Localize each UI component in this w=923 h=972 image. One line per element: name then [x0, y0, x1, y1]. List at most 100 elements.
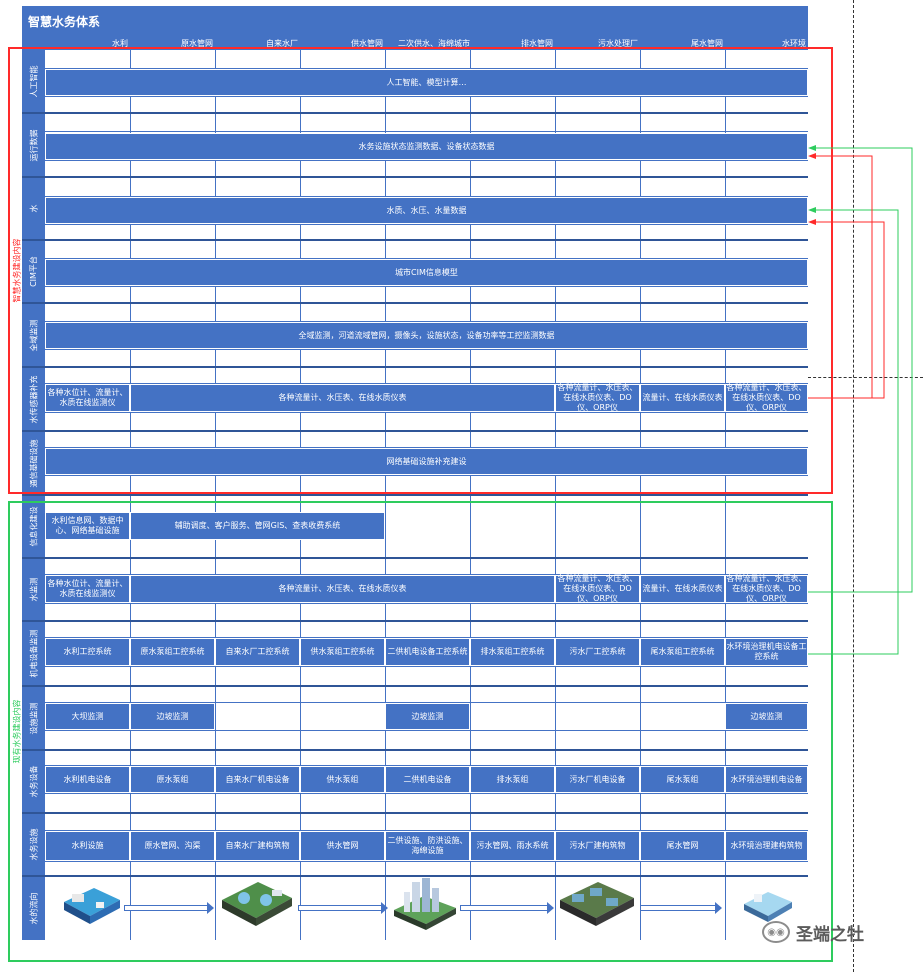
bar-mech-control: 污水厂工控系统	[555, 638, 640, 666]
bar-equipment: 原水泵组	[130, 766, 215, 793]
bar-facility-monitor: 大坝监测	[45, 703, 130, 730]
grid-line	[45, 666, 808, 667]
bar-sensor: 各种流量计、水压表、在线水质仪表、DO仪、ORP仪	[725, 383, 808, 412]
column-header: 二次供水、海绵城市	[398, 39, 470, 48]
grid-line	[45, 603, 808, 604]
reservoir-illustration	[64, 888, 120, 924]
city-illustration	[394, 878, 456, 930]
row-separator	[22, 685, 808, 687]
bar-facility: 污水管网、雨水系统	[470, 831, 555, 861]
grid-line	[45, 730, 808, 731]
grid-line	[45, 793, 808, 794]
grid-line	[45, 830, 808, 831]
grid-line	[45, 286, 808, 287]
smart-construction-group	[8, 47, 833, 494]
watermark: ◉◉ 圣端之牡	[762, 918, 864, 946]
bar-water-data: 水质、水压、水量数据	[45, 197, 808, 224]
bar-sensor: 各种流量计、水压表、在线水质仪表、DO仪、ORP仪	[555, 383, 640, 412]
wechat-logo-icon: ◉◉	[762, 921, 790, 943]
bar-facility: 尾水管网	[640, 831, 725, 861]
bar-info: 水利信息网、数据中心、网络基础设施	[45, 512, 130, 540]
bar-equipment: 自来水厂机电设备	[215, 766, 300, 793]
environment-illustration	[744, 892, 792, 922]
grid-line	[45, 475, 808, 476]
column-header: 自来水厂	[266, 39, 298, 48]
column-header: 水环境	[782, 39, 806, 48]
grid-line	[45, 196, 808, 197]
column-header: 供水管网	[351, 39, 383, 48]
grid-line	[45, 131, 808, 132]
grid-line	[45, 574, 808, 575]
row-separator	[22, 366, 808, 368]
row-separator	[22, 176, 808, 178]
row-separator	[22, 430, 808, 432]
flow-arrow	[124, 902, 214, 914]
bar-equipment: 水利机电设备	[45, 766, 130, 793]
bar-equipment: 尾水泵组	[640, 766, 725, 793]
grid-line	[45, 637, 808, 638]
bar-cim: 城市CIM信息模型	[45, 259, 808, 286]
row-separator	[22, 302, 808, 304]
flow-arrow	[298, 902, 388, 914]
bar-mech-control: 原水泵组工控系统	[130, 638, 215, 666]
row-separator	[22, 749, 808, 751]
bar-facility: 自来水厂建构筑物	[215, 831, 300, 861]
bar-mech-control: 二供机电设备工控系统	[385, 638, 470, 666]
grid-line	[45, 258, 808, 259]
row-separator	[22, 494, 808, 496]
bar-mech-control: 排水泵组工控系统	[470, 638, 555, 666]
watermark-text: 圣端之牡	[796, 924, 864, 945]
flow-arrow	[640, 902, 722, 914]
column-header: 水利	[112, 39, 128, 48]
bar-equipment: 供水泵组	[300, 766, 385, 793]
bar-mech-control: 尾水泵组工控系统	[640, 638, 725, 666]
existing-construction-label: 现有水务建设内容	[12, 699, 21, 764]
dashed-guide-horizontal	[808, 377, 923, 378]
waterworks-illustration	[222, 882, 292, 926]
bar-global-monitor: 全域监测，河道流域管网，摄像头，设施状态，设备功率等工控监测数据	[45, 322, 808, 349]
bar-facility: 水利设施	[45, 831, 130, 861]
bar-mech-control: 供水泵组工控系统	[300, 638, 385, 666]
bar-equipment: 污水厂机电设备	[555, 766, 640, 793]
bar-water-monitor: 各种水位计、流量计、水质在线监测仪	[45, 575, 130, 603]
bar-facility-monitor: 边坡监测	[725, 703, 808, 730]
bar-facility: 水环境治理建构筑物	[725, 831, 808, 861]
bar-mech-control: 水环境治理机电设备工控系统	[725, 638, 808, 666]
diagram-title: 智慧水务体系	[22, 6, 808, 38]
flow-arrow	[460, 902, 554, 914]
grid-line	[45, 412, 808, 413]
dashed-guide-vertical	[853, 0, 854, 972]
bar-mech-control: 自来水厂工控系统	[215, 638, 300, 666]
smart-construction-label: 智慧水务建设内容	[12, 238, 21, 303]
bar-sensor: 流量计、在线水质仪表	[640, 384, 725, 412]
column-header: 尾水管网	[691, 39, 723, 48]
bar-facility-monitor: 边坡监测	[385, 703, 470, 730]
existing-construction-group	[8, 501, 833, 962]
bar-facility: 供水管网	[300, 831, 385, 861]
feedback-connectors	[808, 145, 913, 655]
grid-line	[45, 224, 808, 225]
sewage-plant-illustration	[560, 882, 634, 926]
column-header: 原水管网	[181, 39, 213, 48]
grid-line	[45, 349, 808, 350]
bar-water-monitor: 流量计、在线水质仪表	[640, 575, 725, 603]
row-separator	[22, 620, 808, 622]
bar-info: 辅助调度、客户服务、管网GIS、查表收费系统	[130, 512, 385, 540]
bar-facility-monitor: 边坡监测	[130, 703, 215, 730]
bar-ops-data: 水务设施状态监测数据、设备状态数据	[45, 133, 808, 160]
bar-water-monitor: 各种流量计、水压表、在线水质仪表、DO仪、ORP仪	[555, 574, 640, 603]
grid-line	[45, 96, 808, 97]
column-header: 排水管网	[521, 39, 553, 48]
bar-water-monitor: 各种流量计、水压表、在线水质仪表	[130, 575, 555, 603]
bar-facility: 污水厂建构筑物	[555, 831, 640, 861]
bar-equipment: 排水泵组	[470, 766, 555, 793]
row-separator	[22, 875, 808, 877]
bar-ai: 人工智能、模型计算…	[45, 69, 808, 96]
bar-network: 网络基础设施补充建设	[45, 448, 808, 475]
row-separator	[22, 557, 808, 559]
row-separator	[22, 239, 808, 241]
bar-sensor: 各种水位计、流量计、水质在线监测仪	[45, 384, 130, 412]
grid-line	[45, 861, 808, 862]
bar-sensor: 各种流量计、水压表、在线水质仪表	[130, 384, 555, 412]
grid-line	[45, 321, 808, 322]
